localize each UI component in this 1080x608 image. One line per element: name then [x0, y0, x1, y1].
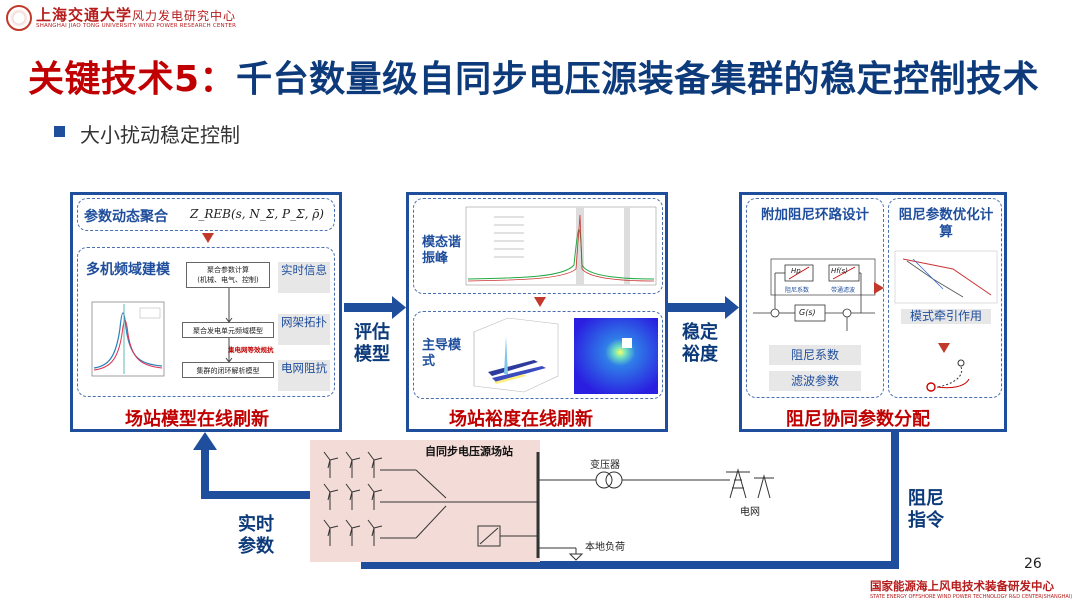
- mode-shift-icon: [926, 359, 970, 392]
- flow-step-2: 聚合发电单元频域模型: [193, 327, 263, 335]
- aggregation-formula: Z_REB(s, N_Σ, P_Σ, ρ̄): [190, 207, 324, 221]
- grid-label: 电网: [740, 507, 760, 518]
- multi-machine-box: 多机频域建模 聚合参数计算 (机械、电气、控制) 聚合发电单元频域模型 集电网等…: [77, 247, 335, 397]
- label-eval-model: 评估模型: [354, 322, 390, 365]
- dominant-mode-box: 主导模式: [413, 311, 663, 399]
- flow-step-3: 集电网等效规抗: [228, 346, 274, 354]
- down-arrow-icon: [534, 297, 546, 307]
- multi-machine-label: 多机频域建模: [86, 262, 170, 278]
- flow-connector: [225, 288, 233, 362]
- flow-step-1-detail: (机械、电气、控制): [197, 276, 259, 284]
- flow-step-1: 聚合参数计算: [207, 266, 249, 274]
- block-hf: Hf(s): [831, 267, 848, 275]
- param-aggregation-label: 参数动态聚合: [84, 209, 168, 225]
- agg-param-calc-box: 聚合参数计算 (机械、电气、控制): [186, 262, 270, 288]
- wind-turbine-icons: [323, 451, 383, 546]
- label-stability-margin: 稳定裕度: [682, 322, 718, 365]
- station-title: 自同步电压源场站: [425, 445, 513, 458]
- filter-small: 带通滤波: [831, 287, 856, 294]
- damping-loop-title: 附加阻尼环路设计: [761, 207, 869, 223]
- damping-loop-box: 附加阻尼环路设计 Hp Hf(s) G(s) 阻尼系数 带通滤波 阻尼系数 滤波…: [746, 198, 884, 398]
- mode-heatmap: [574, 318, 658, 394]
- panel-station-margin: 模态谐振峰 主导模式: [406, 192, 668, 432]
- label-realtime-params: 实时参数: [238, 514, 274, 557]
- footer-cn: 国家能源海上风电技术装备研发中心: [870, 579, 1054, 593]
- arrow-realtime-params: [201, 445, 310, 499]
- station-diagram: [323, 451, 774, 561]
- impedance-plot-thumbnail: [91, 301, 165, 377]
- arrow-panel1-to-panel2: [344, 303, 394, 312]
- filter-param-button: 滤波参数: [769, 371, 861, 391]
- right-arrow-icon: [874, 282, 884, 294]
- modal-resonance-box: 模态谐振峰: [413, 198, 663, 294]
- arrow-panel2-to-panel3: [667, 303, 727, 312]
- university-logo: 上海交通大学风力发电研究中心: [36, 6, 237, 24]
- bullet-text: 大小扰动稳定控制: [80, 123, 240, 147]
- transformer-label: 变压器: [590, 460, 620, 471]
- closed-loop-model-box: 集群的闭环解析模型: [182, 362, 274, 378]
- bullet-square-icon: [54, 126, 65, 137]
- param-aggregation-box: 参数动态聚合 Z_REB(s, N_Σ, P_Σ, ρ̄): [77, 198, 335, 231]
- panel2-caption: 场站裕度在线刷新: [449, 409, 593, 430]
- damping-coef-button: 阻尼系数: [769, 345, 861, 365]
- station-background: [310, 440, 540, 562]
- footer-en: STATE ENERGY OFFSHORE WIND POWER TECHNOL…: [870, 594, 1073, 600]
- resonance-spectrum-plot: [465, 206, 657, 286]
- agg-freq-model-box: 聚合发电单元频域模型: [182, 322, 274, 338]
- label-damping-command: 阻尼指令: [908, 488, 944, 531]
- dominant-mode-label: 主导模式: [422, 338, 462, 369]
- damping-loop-diagram: [753, 258, 876, 331]
- damping-opt-title: 阻尼参数优化计算: [898, 207, 994, 240]
- page-number: 26: [1024, 556, 1042, 572]
- down-arrow-icon: [938, 343, 950, 353]
- block-g: G(s): [799, 308, 816, 317]
- side-grid-impedance: 电网阻抗: [278, 360, 330, 391]
- panel-damping-allocation: 附加阻尼环路设计 Hp Hf(s) G(s) 阻尼系数 带通滤波 阻尼系数 滤波…: [739, 192, 1007, 432]
- damp-coef-small: 阻尼系数: [785, 287, 810, 294]
- panel1-caption: 场站模型在线刷新: [125, 409, 269, 430]
- down-arrow-icon: [202, 233, 214, 243]
- local-load-label: 本地负荷: [585, 542, 625, 553]
- university-seal-icon: [6, 5, 32, 31]
- mode-3d-plot: [473, 317, 559, 393]
- panel3-caption: 阻尼协同参数分配: [786, 409, 930, 430]
- modal-resonance-label: 模态谐振峰: [422, 235, 462, 266]
- panel-station-model: 参数动态聚合 Z_REB(s, N_Σ, P_Σ, ρ̄) 多机频域建模 聚合参…: [70, 192, 342, 432]
- side-realtime-info: 实时信息: [278, 262, 330, 293]
- side-topology: 网架拓扑: [278, 314, 330, 345]
- block-hp: Hp: [791, 267, 801, 275]
- university-logo-english: SHANGHAI JIAO TONG UNIVERSITY WIND POWER…: [36, 23, 237, 29]
- damping-opt-box: 阻尼参数优化计算 模式牵引作用: [888, 198, 1002, 398]
- mode-traction-label: 模式牵引作用: [901, 309, 991, 324]
- slide-title: 关键技术5：千台数量级自同步电压源装备集群的稳定控制技术: [28, 59, 1040, 100]
- flow-step-4: 集群的闭环解析模型: [196, 367, 260, 375]
- mode-trajectory-plot: [894, 250, 998, 304]
